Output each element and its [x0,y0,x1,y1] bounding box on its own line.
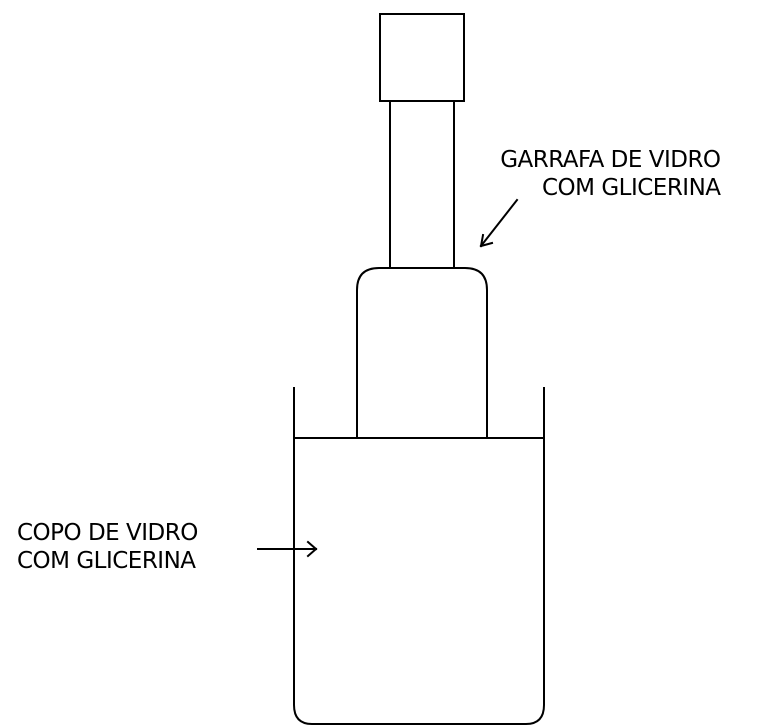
cup-arrow [257,540,318,558]
bottle-label-line2: COM GLICERINA [542,175,721,201]
cup-label-line2: COM GLICERINA [17,548,196,574]
cup-label: COPO DE VIDRO COM GLICERINA [17,519,198,575]
bottle-body [356,267,488,439]
cup-label-line1: COPO DE VIDRO [17,520,198,546]
bottle-cap [379,13,465,102]
bottle-neck [389,100,455,269]
bottle-label: GARRAFA DE VIDRO COM GLICERINA [491,146,721,202]
bottle-label-line1: GARRAFA DE VIDRO [500,147,721,173]
glass-cup [293,387,545,725]
bottle-arrow [479,198,519,248]
